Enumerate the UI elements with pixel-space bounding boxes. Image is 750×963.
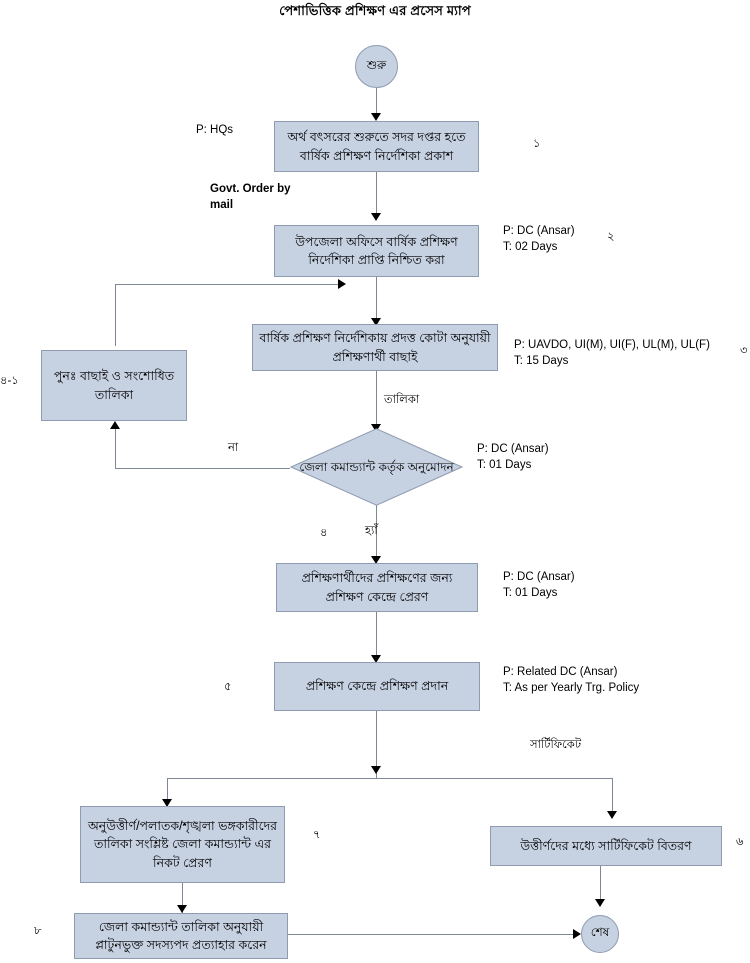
node-step2[interactable]: উপজেলা অফিসে বার্ষিক প্রশিক্ষণ নির্দেশিক… [274, 225, 479, 277]
node-start[interactable]: শুরু [355, 45, 398, 88]
seq-number-2: ২ [607, 231, 615, 243]
edge-label-yes: হ্যাঁ [365, 525, 378, 537]
node-step5-label: প্রশিক্ষণার্থীদের প্রশিক্ষণের জন্য প্রশি… [301, 571, 453, 604]
node-step3-label: বার্ষিক প্রশিক্ষণ নির্দেশিকায় প্রদত্ত ক… [259, 331, 491, 364]
node-step1-label: অর্থ বৎসরের শুরুতে সদর দপ্তর হতে বার্ষিক… [287, 130, 466, 163]
seq-number-6: ৬ [736, 836, 744, 848]
node-rework-label: পুনঃ বাছাই ও সংশোধিত তালিকা [53, 369, 175, 402]
arrow-down-fail-list [162, 799, 172, 807]
connector-step5-to-step6 [376, 612, 377, 662]
connector-decision-no-horizontal [115, 468, 290, 469]
connector-step6-down [376, 711, 377, 778]
connector-rework-to-loop-vertical [115, 284, 116, 346]
node-end-label: শেষ [590, 925, 610, 939]
node-step6-label: প্রশিক্ষণ কেন্দ্রে প্রশিক্ষণ প্রদান [305, 679, 449, 694]
node-withdraw[interactable]: জেলা কমান্ড্যান্ট তালিকা অনুযায়ী প্লাটু… [74, 913, 288, 959]
connector-decision-no-vertical [115, 428, 116, 469]
node-step5[interactable]: প্রশিক্ষণার্থীদের প্রশিক্ষণের জন্য প্রশি… [276, 563, 478, 612]
arrow-right-loop-rejoin [338, 279, 346, 289]
arrow-up-rework [110, 421, 120, 429]
node-fail-list-label: অনুউত্তীর্ণ/পলাতক/শৃঙ্খলা ভঙ্গকারীদের তা… [87, 819, 278, 870]
arrow-down-step6 [371, 655, 381, 663]
arrow-down-step5 [371, 556, 381, 564]
connector-step2-to-step3 [376, 277, 377, 325]
connector-withdraw-to-end [288, 934, 576, 935]
edge-label-certificate: সার্টিফিকেট [530, 739, 582, 751]
diamond-shape [290, 428, 463, 506]
edge-label-list: তালিকা [384, 394, 420, 406]
connector-split-left [167, 778, 168, 806]
seq-number-4: ৪ [320, 527, 328, 539]
connector-fail-list-to-withdraw [182, 883, 183, 913]
seq-number-4-1: ৪-১ [0, 375, 19, 387]
arrow-down-step2 [371, 213, 381, 221]
node-fail-list[interactable]: অনুউত্তীর্ণ/পলাতক/শৃঙ্খলা ভঙ্গকারীদের তা… [80, 806, 285, 883]
node-step6[interactable]: প্রশিক্ষণ কেন্দ্রে প্রশিক্ষণ প্রদান [274, 662, 480, 711]
annotation-related-dc: P: Related DC (Ansar) T: As per Yearly T… [503, 666, 640, 694]
arrow-down-step1 [371, 113, 381, 121]
annotation-dc-01days-decision: P: DC (Ansar) T: 01 Days [477, 443, 549, 471]
node-rework[interactable]: পুনঃ বাছাই ও সংশোধিত তালিকা [41, 350, 187, 421]
seq-number-3: ৩ [740, 345, 748, 357]
seq-number-5: ৫ [224, 681, 232, 693]
annotation-dc-02days: P: DC (Ansar) T: 02 Days [503, 225, 575, 253]
node-certificate-label: উত্তীর্ণদের মধ্যে সার্টিফিকেট বিতরণ [520, 838, 692, 853]
node-step3[interactable]: বার্ষিক প্রশিক্ষণ নির্দেশিকায় প্রদত্ত ক… [252, 324, 498, 371]
connector-rework-to-loop-horizontal [115, 284, 340, 285]
node-step2-label: উপজেলা অফিসে বার্ষিক প্রশিক্ষণ নির্দেশিক… [295, 234, 458, 267]
node-decision[interactable]: জেলা কমান্ড্যান্ট কর্তৃক অনুমোদন [290, 428, 463, 506]
seq-number-7: ৭ [313, 829, 321, 841]
arrow-down-decision [371, 424, 381, 432]
page-title: পেশাভিত্তিক প্রশিক্ষণ এর প্রসেস ম্যাপ [279, 3, 471, 18]
connector-start-to-step1 [376, 88, 377, 116]
node-start-label: শুরু [366, 57, 387, 72]
arrow-down-split [371, 766, 381, 774]
seq-number-1: ১ [533, 138, 541, 150]
node-step1[interactable]: অর্থ বৎসরের শুরুতে সদর দপ্তর হতে বার্ষিক… [274, 121, 479, 172]
connector-decision-yes [376, 505, 377, 563]
seq-number-8: ৮ [34, 925, 42, 937]
annotation-govt-order: Govt. Order by mail [210, 183, 291, 211]
annotation-dc-01days-step5: P: DC (Ansar) T: 01 Days [503, 571, 575, 599]
annotation-hqs: P: HQs [196, 124, 234, 136]
node-withdraw-label: জেলা কমান্ড্যান্ট তালিকা অনুযায়ী প্লাটু… [95, 919, 267, 952]
arrow-down-end [595, 899, 605, 907]
arrow-right-end [573, 929, 581, 939]
connector-certificate-to-end [600, 866, 601, 906]
edge-label-no: না [228, 442, 239, 454]
arrow-down-certificate [607, 811, 617, 819]
connector-split-right [612, 778, 613, 818]
arrow-down-step3 [371, 318, 381, 326]
node-certificate[interactable]: উত্তীর্ণদের মধ্যে সার্টিফিকেট বিতরণ [490, 826, 722, 866]
annotation-uavdo-15days: P: UAVDO, UI(M), UI(F), UL(M), UL(F) T: … [514, 339, 710, 367]
connector-step1-to-step2 [376, 172, 377, 220]
node-end[interactable]: শেষ [581, 915, 619, 953]
connector-split-bar [167, 778, 613, 779]
arrow-down-withdraw [177, 905, 187, 913]
connector-step3-to-decision [376, 371, 377, 431]
